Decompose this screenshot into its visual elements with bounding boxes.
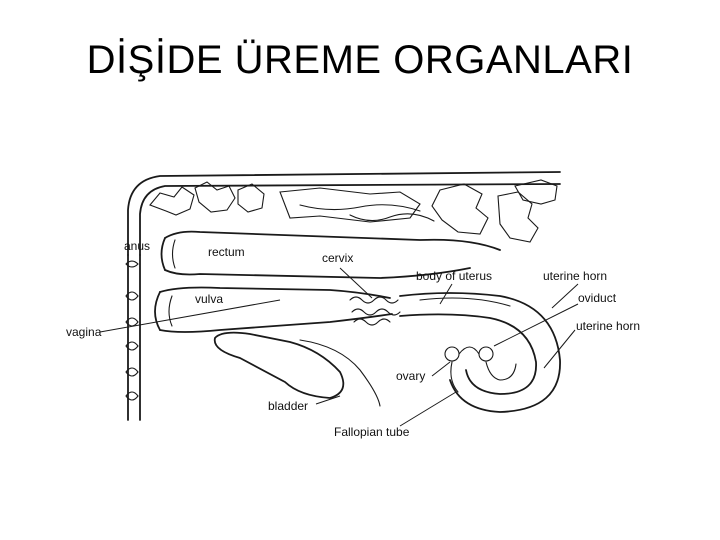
label-ovary: ovary <box>396 369 425 383</box>
label-fallopian-tube: Fallopian tube <box>334 425 410 439</box>
label-cervix: cervix <box>322 251 353 265</box>
tail-column <box>126 255 140 420</box>
label-vagina: vagina <box>66 325 102 339</box>
label-anus: anus <box>124 239 150 253</box>
cervix <box>350 297 400 325</box>
label-rectum: rectum <box>208 245 245 259</box>
label-vulva: vulva <box>195 292 223 306</box>
uterus <box>400 293 560 412</box>
bladder <box>215 333 380 406</box>
ovary-oviduct <box>445 347 516 392</box>
label-body-of-uterus: body of uterus <box>416 269 492 283</box>
label-uterine-horn-top: uterine horn <box>543 269 607 283</box>
label-uterine-horn-right: uterine horn <box>576 319 640 333</box>
leader-lines <box>100 268 578 426</box>
label-bladder: bladder <box>268 399 308 413</box>
diagram-labels: anus rectum cervix body of uterus uterin… <box>66 239 640 439</box>
label-oviduct: oviduct <box>578 291 617 305</box>
body-outline <box>128 172 560 255</box>
